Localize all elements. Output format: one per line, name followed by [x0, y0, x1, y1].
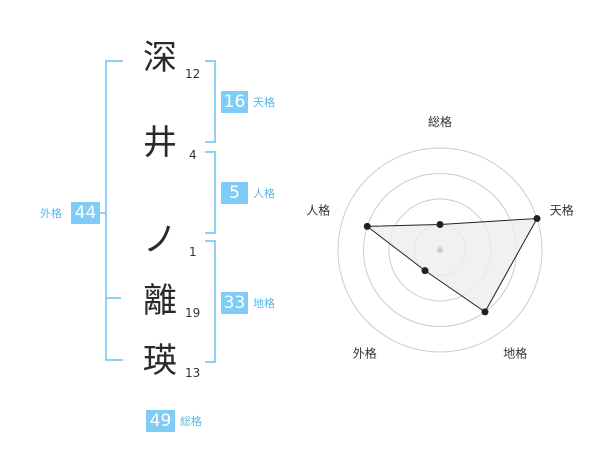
chikaku-value: 33 [221, 292, 248, 314]
radar-polygon [365, 217, 538, 313]
chikaku-label: 地格 [253, 297, 275, 310]
stroke-count-4: 19 [185, 306, 201, 320]
radar-axis-label: 天格 [550, 202, 574, 217]
stroke-count-5: 13 [185, 366, 201, 380]
stroke-count-1: 12 [185, 67, 201, 81]
gaikaku-bracket-split [105, 297, 121, 299]
radar-center [437, 247, 443, 253]
name-char-4: 離 [143, 281, 177, 321]
gaikaku-bracket [105, 60, 123, 361]
gaikaku-value: 44 [71, 202, 100, 224]
tenkaku-value: 16 [221, 91, 248, 113]
chikaku-bracket [205, 240, 216, 363]
radar-axis-label: 地格 [503, 346, 527, 361]
name-char-2: 井 [143, 123, 177, 163]
tenkaku-bracket [205, 60, 216, 143]
radar-axis-label: 外格 [353, 346, 377, 361]
jinkaku-label: 人格 [253, 187, 275, 200]
gaikaku-label: 外格 [40, 207, 62, 220]
name-char-3: ノ [143, 220, 177, 260]
radar-axis-label: 総格 [428, 114, 452, 129]
radar-ring [337, 147, 543, 353]
radar-point [533, 214, 541, 222]
soukaku-label: 総格 [180, 415, 202, 428]
radar-axis-label: 人格 [306, 202, 330, 217]
stroke-count-2: 4 [189, 148, 197, 162]
jinkaku-value: 5 [221, 182, 248, 204]
stroke-count-3: 1 [189, 245, 197, 259]
soukaku-value: 49 [146, 410, 175, 432]
name-char-1: 深 [143, 38, 177, 78]
name-char-5: 瑛 [143, 341, 177, 381]
radar-point [363, 222, 371, 230]
radar-point [436, 221, 444, 228]
radar-point [481, 308, 489, 316]
jinkaku-bracket [205, 151, 216, 234]
tenkaku-label: 天格 [253, 96, 275, 109]
gaikaku-bracket-tick [100, 212, 106, 214]
radar-point [421, 267, 429, 275]
